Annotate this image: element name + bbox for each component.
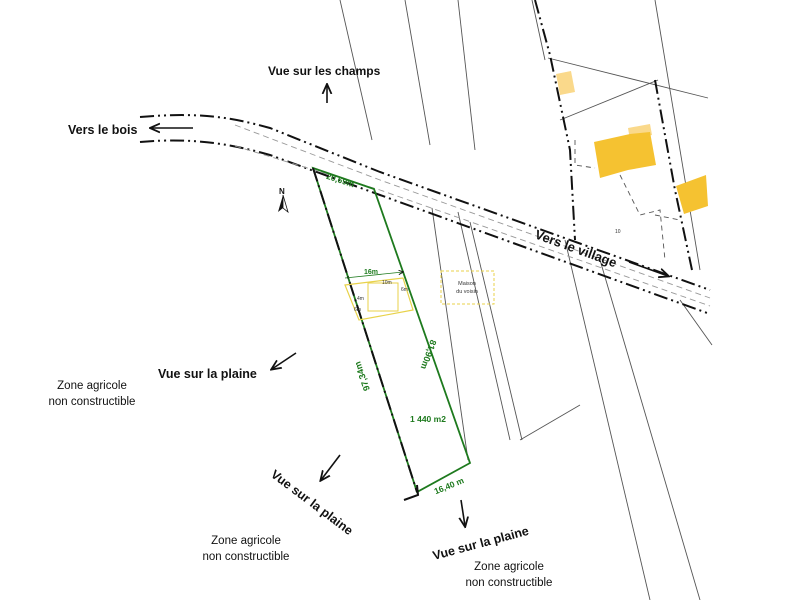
neighbor-building-4	[676, 175, 708, 214]
house-inner-label: 10m	[382, 280, 392, 286]
house-width-dim	[344, 272, 403, 279]
zone-label-2b: non constructible	[203, 551, 290, 563]
side-a-label: 4m	[357, 296, 364, 302]
top-width-label: 20,69m	[325, 171, 356, 190]
parcel-left-boundary	[312, 167, 418, 493]
house-footprint: 16m 10m 4m 6m 6m	[344, 269, 414, 321]
label-vers-village: Vers le village	[533, 227, 619, 271]
arrow-icon	[321, 454, 341, 480]
zone-label-1b: non constructible	[49, 396, 136, 408]
label-vue-champs: Vue sur les champs	[268, 64, 381, 78]
neighbor-house-marker: Maison du voisin	[440, 270, 495, 305]
neighbor-building-3	[594, 132, 656, 178]
parcel-bottom-corner	[403, 484, 420, 501]
house-width-label: 16m	[364, 269, 378, 276]
zone-label-3a: Zone agricole	[474, 561, 544, 573]
maison-label-1: Maison	[458, 281, 476, 287]
maison-label-2: du voisin	[456, 289, 478, 295]
house-inner	[367, 282, 399, 312]
left-length-label: 97,34m	[352, 360, 371, 392]
arrow-icon	[461, 499, 465, 526]
parcel	[311, 166, 472, 494]
side-c-label: 6m	[401, 287, 408, 293]
village-boundary	[534, 0, 693, 271]
north-arrow-icon: N	[278, 187, 289, 214]
direction-arrows	[151, 85, 668, 526]
zone-label-1a: Zone agricole	[57, 380, 127, 392]
arrow-icon	[272, 352, 297, 369]
plot-number: 10	[615, 229, 621, 235]
parcel-outline	[311, 166, 472, 494]
arrow-icon	[628, 261, 668, 276]
north-label: N	[279, 187, 285, 196]
label-vue-plaine-1: Vue sur la plaine	[158, 367, 257, 381]
zone-label-3b: non constructible	[466, 577, 553, 589]
label-vue-plaine-2: Vue sur la plaine	[268, 467, 355, 538]
neighbor-buildings: 10	[556, 71, 708, 235]
label-vue-plaine-3: Vue sur la plaine	[431, 524, 530, 563]
neighbor-building-1	[556, 71, 575, 95]
house-outline	[344, 277, 414, 321]
area-label: 1 440 m2	[410, 414, 446, 424]
road	[139, 114, 711, 315]
side-b-label: 6m	[354, 307, 361, 313]
cadastral-lines	[339, 0, 713, 600]
neighbor-plot-outline	[574, 140, 681, 261]
zone-label-2a: Zone agricole	[211, 535, 281, 547]
label-vers-bois: Vers le bois	[68, 123, 138, 137]
bottom-width-label: 16,40 m	[433, 475, 466, 496]
